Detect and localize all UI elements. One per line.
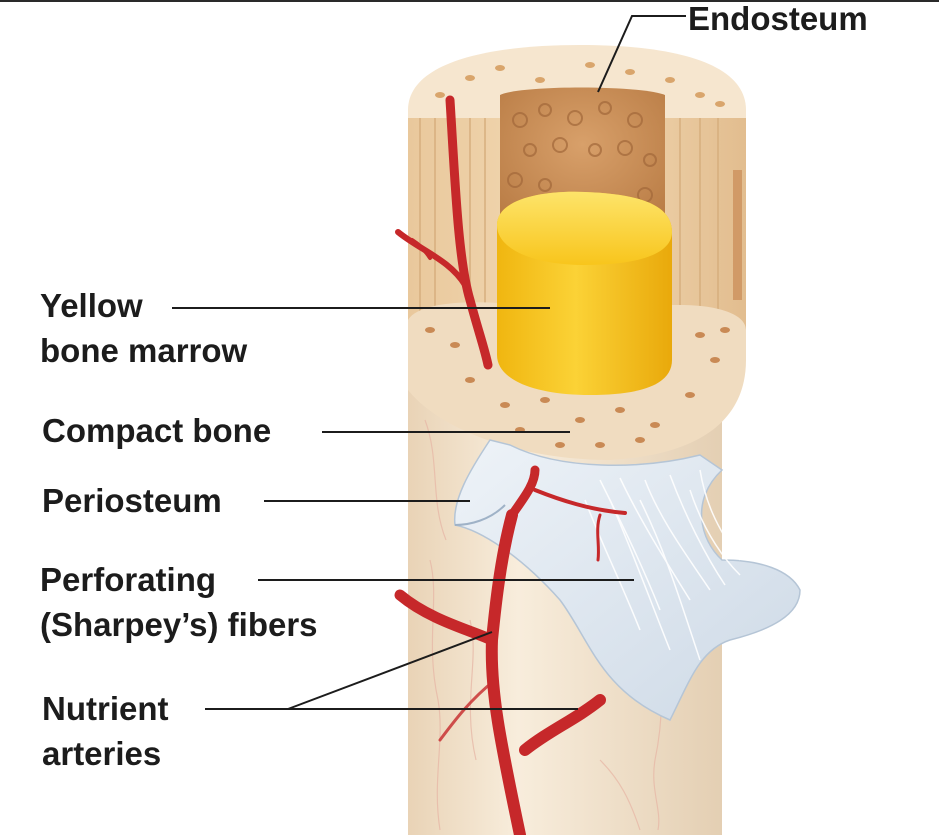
top-border xyxy=(0,0,939,2)
osteon-canals-top xyxy=(435,62,725,107)
leader-endosteum xyxy=(597,15,686,93)
sharpey-fibers xyxy=(584,469,741,661)
leader-lines xyxy=(172,15,686,710)
yellow-marrow-top xyxy=(497,191,672,265)
label-perforating-fibers: Perforating (Sharpey’s) fibers xyxy=(40,557,318,647)
label-yellow-marrow-line1: Yellow xyxy=(40,287,143,324)
label-nutrient-arteries: Nutrient arteries xyxy=(42,686,169,776)
label-nutrient-line1: Nutrient xyxy=(42,690,169,727)
label-endosteum: Endosteum xyxy=(688,0,868,37)
label-compact-bone: Compact bone xyxy=(42,412,272,449)
label-perforating-line1: Perforating xyxy=(40,561,217,598)
leader-nutrient-b xyxy=(287,631,493,710)
label-nutrient-line2: arteries xyxy=(42,735,162,772)
label-periosteum: Periosteum xyxy=(42,482,222,519)
label-yellow-marrow-line2: bone marrow xyxy=(40,332,248,369)
nutrient-arteries xyxy=(394,95,627,835)
label-perforating-line2: (Sharpey’s) fibers xyxy=(40,606,318,643)
compact-bone-lamellae xyxy=(419,115,719,320)
label-yellow-marrow: Yellow bone marrow xyxy=(40,283,247,373)
